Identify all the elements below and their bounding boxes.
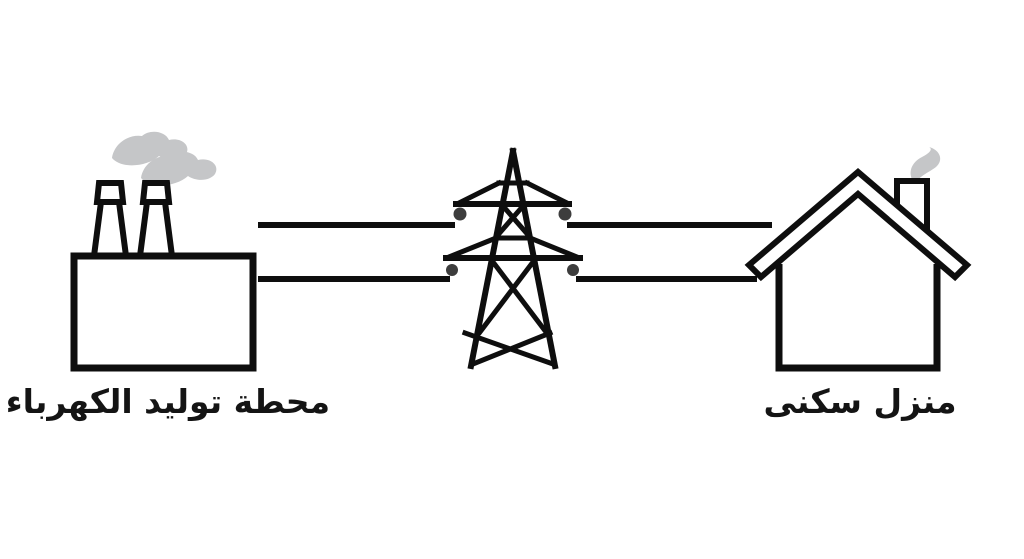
tower-xbrace-lower	[476, 258, 550, 336]
chimney-right-cap	[139, 180, 173, 205]
insulators	[446, 207, 579, 276]
house-walls	[775, 264, 941, 372]
tower-arm-upper-struts	[455, 179, 571, 207]
tower-xbrace-mid	[493, 202, 533, 240]
factory-building	[70, 252, 257, 372]
power-line	[258, 222, 772, 282]
power-plant-label: محطة توليد الكهرباء	[5, 382, 330, 421]
tower-xbrace-base	[461, 329, 557, 368]
factory-chimneys	[90, 180, 176, 259]
insulator-upper-left	[453, 207, 467, 221]
smoke-icon	[910, 147, 941, 184]
tower-arm-lower-struts	[445, 234, 581, 261]
insulator-lower-left	[446, 264, 458, 276]
house-roof	[744, 168, 972, 282]
transmission-tower-icon	[443, 147, 583, 370]
power-plant-icon	[70, 131, 257, 372]
chimney-right	[136, 199, 176, 259]
chimney-left	[90, 199, 130, 259]
insulator-upper-right	[558, 207, 572, 221]
house-label: منزل سكنى	[763, 382, 957, 421]
house-icon	[744, 147, 972, 372]
chimney-left-cap	[93, 180, 127, 205]
insulator-lower-right	[567, 264, 579, 276]
smoke-icon	[112, 131, 217, 186]
